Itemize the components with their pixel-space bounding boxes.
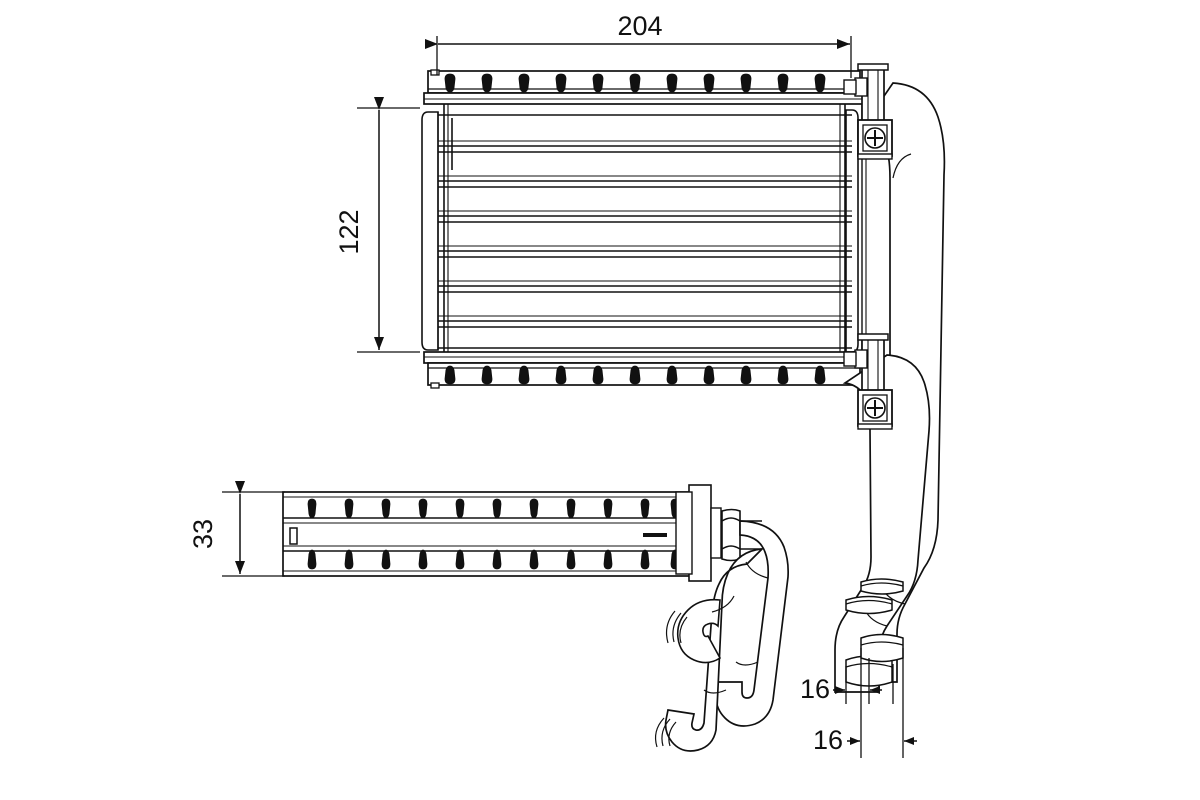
dimension-label-16-upper: 16 xyxy=(800,674,830,704)
core-top-tank xyxy=(423,69,865,105)
heater-core-front-view xyxy=(421,69,867,389)
dimension-label-122: 122 xyxy=(334,209,364,254)
bottom-tank-tabs xyxy=(444,365,826,385)
heater-core-side-view xyxy=(282,484,722,582)
core-bottom-tank xyxy=(423,351,865,389)
phillips-screw-icon xyxy=(864,127,886,149)
side-view-hoses xyxy=(654,520,790,752)
front-view-hoses xyxy=(834,82,946,693)
dimension-204 xyxy=(425,36,852,78)
phillips-screw-icon xyxy=(864,397,886,419)
side-view-slot xyxy=(289,527,298,545)
dimension-33 xyxy=(222,481,285,577)
dimension-16-lower xyxy=(847,648,917,758)
side-view-mark xyxy=(643,533,667,537)
upper-hose-clamp xyxy=(843,63,893,160)
lower-hose-clamp xyxy=(843,333,893,430)
dimension-122 xyxy=(357,97,420,353)
top-tank-tabs xyxy=(444,73,826,93)
core-tube-rows xyxy=(438,114,852,349)
dimension-label-33: 33 xyxy=(188,519,218,549)
side-view-top-tabs xyxy=(307,498,680,519)
side-view-bottom-tabs xyxy=(307,549,680,570)
dimension-label-204: 204 xyxy=(617,11,662,41)
dimension-label-16-lower: 16 xyxy=(813,725,843,755)
core-left-side-plate xyxy=(421,104,449,358)
side-view-end-cap xyxy=(675,484,722,582)
dimension-16-upper xyxy=(833,658,894,704)
